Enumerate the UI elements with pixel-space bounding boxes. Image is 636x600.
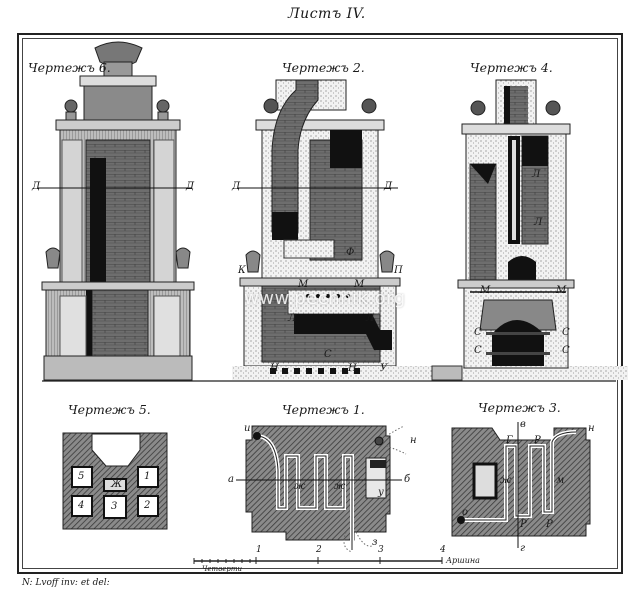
fig4-label-s4: С (562, 345, 570, 356)
scale-tick-4: 4 (440, 545, 446, 555)
fig5-cell-2: 2 (144, 500, 151, 511)
fig2-label-m-left: М (298, 279, 309, 290)
fig4-label-l1: Л (532, 169, 541, 180)
scale-left-label: Четверти (202, 565, 243, 573)
figure-2-title: Чертежъ 2. (282, 60, 365, 75)
figure-4-title: Чертежъ 4. (470, 60, 553, 75)
fig1-label-a: а (228, 474, 234, 485)
fig2-label-n-right: Н (348, 363, 357, 374)
fig5-cell-5: 5 (78, 471, 85, 482)
fig5-cell-4: 4 (78, 500, 85, 511)
fig3-label-v: в (520, 419, 526, 430)
fig2-label-s: С (324, 349, 332, 360)
fig6-label-d-left: Д (32, 181, 41, 192)
sheet-title: Листъ IV. (288, 6, 366, 22)
figure-2-section (232, 79, 628, 380)
fig6-label-d-right: Д (186, 181, 195, 192)
figure-3-title: Чертежъ 3. (478, 400, 561, 415)
fig4-label-l2: Л (534, 217, 543, 228)
figure-1-title: Чертежъ 1. (282, 402, 365, 417)
watermark: www.pechnik.org (244, 288, 406, 309)
fig2-label-k: К (238, 265, 246, 276)
scale-bar (193, 557, 443, 564)
fig1-label-b: б (404, 474, 411, 485)
fig5-cell-1: 1 (144, 471, 151, 482)
fig4-label-m-left: М (480, 285, 491, 296)
fig1-label-z: з (372, 537, 378, 548)
fig4-label-s2: С (562, 327, 570, 338)
fig2-label-m-right: М (354, 279, 365, 290)
fig3-label-m: м (556, 475, 565, 486)
fig3-label-r3: Р (520, 519, 527, 530)
figure-6-title: Чертежъ 6. (28, 60, 111, 75)
fig3-label-r1: Г (506, 435, 513, 446)
fig2-label-d-left: Д (232, 181, 241, 192)
fig3-label-o: о (462, 507, 469, 518)
figure-5-plan (62, 432, 168, 530)
fig2-label-p: П (394, 265, 403, 276)
fig4-label-s3: С (474, 345, 482, 356)
fig4-label-m-right: М (556, 285, 567, 296)
fig2-label-l-right: Л (366, 313, 375, 324)
scale-right-label: Аршина (446, 556, 480, 565)
scale-tick-3: 3 (378, 545, 384, 555)
fig5-cell-3: 3 (111, 501, 118, 512)
fig1-label-zh2: ж (334, 481, 346, 492)
fig3-label-zh: ж (500, 475, 512, 486)
plate-frame (17, 33, 623, 574)
fig4-label-s1: С (474, 327, 482, 338)
figure-3-plan (451, 422, 591, 548)
fig3-label-r2: Р (534, 435, 541, 446)
fig2-label-d-right: Д (384, 181, 393, 192)
figure-4-section (431, 79, 575, 381)
figure-5-title: Чертежъ 5. (68, 402, 151, 417)
fig2-label-n-left: Н (270, 363, 279, 374)
fig3-label-n: н (588, 423, 595, 434)
fig2-label-u: У (380, 363, 388, 374)
figure-6-elevation (38, 41, 195, 381)
scale-tick-1: 1 (256, 545, 262, 555)
fig1-label-n: н (410, 435, 417, 446)
figure-1-plan (236, 425, 407, 553)
scale-tick-2: 2 (316, 545, 322, 555)
fig3-label-r4: Р (546, 519, 553, 530)
fig2-label-l-left: Л (288, 313, 297, 324)
fig1-label-i: и (244, 423, 251, 434)
fig5-center-label: Ж (111, 479, 123, 490)
engraver-credit: N: Lvoff inv: et del: (22, 578, 110, 588)
fig2-label-f: Ф (346, 247, 355, 258)
fig1-label-u: у (378, 487, 384, 498)
fig3-label-g: г (520, 543, 526, 554)
fig1-label-zh1: ж (294, 481, 306, 492)
